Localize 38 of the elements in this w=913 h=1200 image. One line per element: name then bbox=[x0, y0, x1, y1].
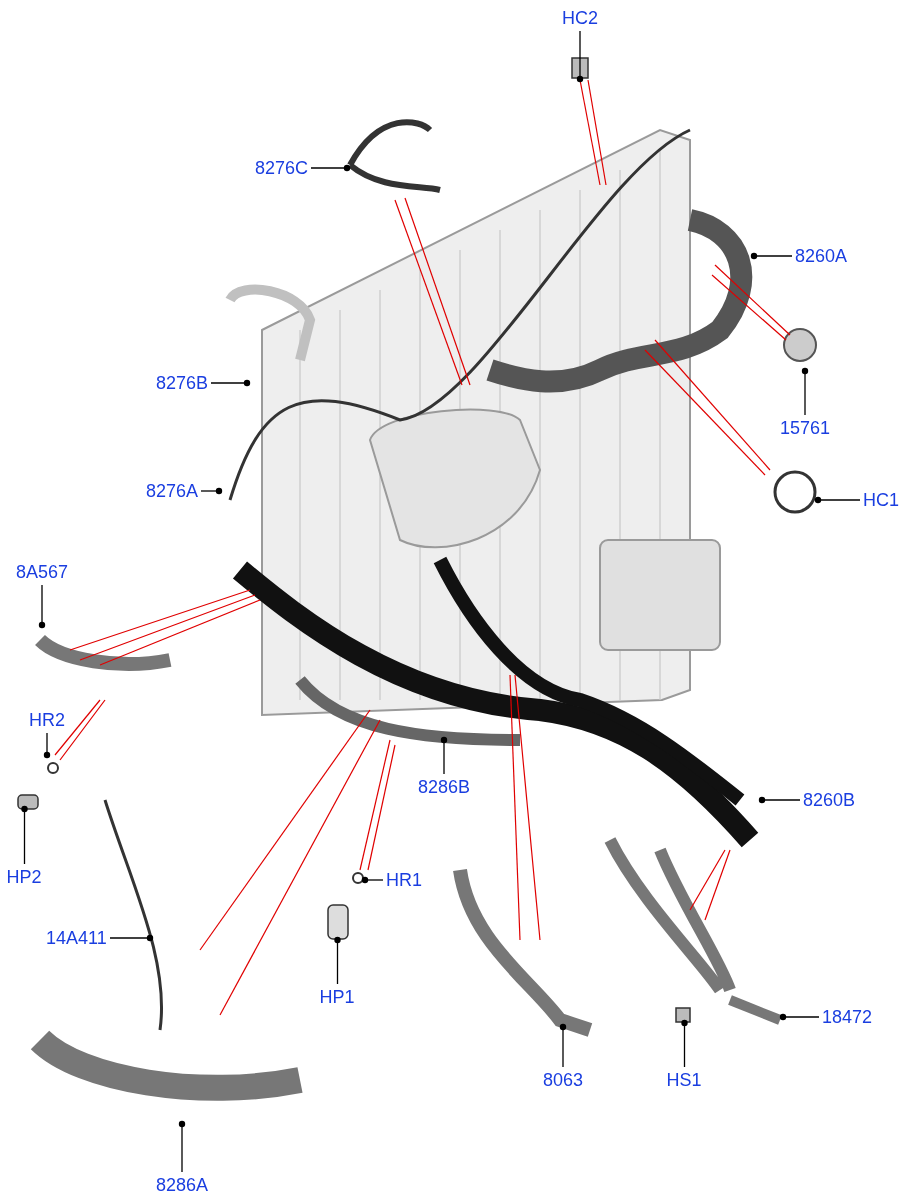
leader-line bbox=[750, 252, 793, 260]
callout-number: HC1 bbox=[863, 490, 899, 510]
callout-number: 8286B bbox=[418, 777, 471, 797]
callout-number: 14A411 bbox=[46, 928, 107, 948]
callout-number: HC2 bbox=[562, 8, 598, 28]
leader-line bbox=[43, 732, 51, 759]
leader-line bbox=[814, 496, 861, 504]
callout-number: HR1 bbox=[386, 870, 422, 890]
leader-line bbox=[681, 1019, 688, 1068]
callout-number: 8276A bbox=[146, 481, 199, 501]
leader-line bbox=[334, 936, 341, 985]
callout-number: HP1 bbox=[319, 987, 355, 1007]
leader-line bbox=[576, 30, 584, 83]
callout-number: 8063 bbox=[543, 1070, 584, 1090]
callout-number: 18472 bbox=[822, 1007, 873, 1027]
leader-line bbox=[758, 796, 801, 804]
leader-line bbox=[21, 805, 28, 865]
callout-number: 8286A bbox=[156, 1175, 209, 1195]
leader-line bbox=[361, 876, 384, 884]
leader-line bbox=[801, 367, 809, 416]
callout-number: 8260A bbox=[795, 246, 848, 266]
leader-line bbox=[559, 1023, 567, 1068]
callout-number: HS1 bbox=[666, 1070, 702, 1090]
callout-number: HR2 bbox=[29, 710, 65, 730]
leader-line bbox=[200, 487, 223, 495]
leader-line bbox=[210, 379, 251, 387]
callout-number: 8276C bbox=[255, 158, 309, 178]
leader-line bbox=[109, 934, 154, 942]
callout-number: 8276B bbox=[156, 373, 209, 393]
leader-line bbox=[178, 1120, 186, 1173]
leader-line bbox=[310, 164, 351, 172]
leader-line bbox=[38, 584, 46, 629]
leader-line bbox=[440, 736, 448, 775]
callout-number: 8260B bbox=[803, 790, 856, 810]
callout-number: HP2 bbox=[6, 867, 42, 887]
callout-number: 8A567 bbox=[16, 562, 69, 582]
callout-number: 15761 bbox=[780, 418, 831, 438]
leader-line bbox=[779, 1013, 820, 1021]
